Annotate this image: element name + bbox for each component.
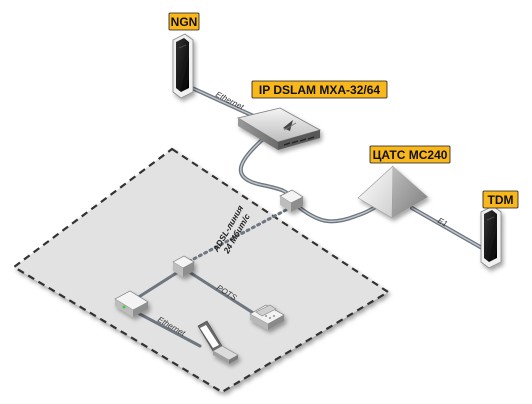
telephone-device [249,304,285,330]
dslam-label: IP DSLAM MXA-32/64 [251,80,388,99]
dslam-device [236,107,322,150]
cable-layer [132,86,484,348]
ngn-label: NGN [168,12,200,31]
cable-adsl-line [186,208,288,264]
cable-pots [184,268,260,318]
cable-modem-pc [134,310,202,348]
cable-splitter-pbx [294,202,382,224]
pbx-label: ЦАТС MC240 [369,145,451,164]
pbx-device [357,165,428,219]
subscriber-splitter [172,255,195,277]
central-splitter [279,189,304,212]
svg-text:TDM: TDM [488,193,514,207]
tdm-server [480,205,502,269]
svg-text:IP DSLAM MXA-32/64: IP DSLAM MXA-32/64 [259,83,380,97]
ngn-server [172,33,194,99]
premises-zone [12,147,391,394]
link-label-e1: E1 [436,216,449,229]
tdm-label: TDM [482,190,519,209]
svg-text:ЦАТС MC240: ЦАТС MC240 [373,148,448,162]
svg-text:NGN: NGN [171,15,198,29]
laptop-computer [197,320,239,364]
cable-splitter-modem [132,270,180,302]
modem-led [122,305,126,309]
adsl-modem [114,290,149,317]
